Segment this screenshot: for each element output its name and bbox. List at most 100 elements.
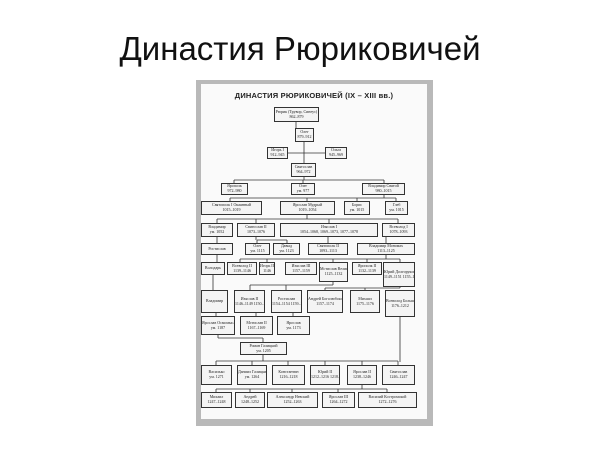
node-dates: 1139–1146 xyxy=(233,267,251,273)
node-dates: 1149–1151 1155–1157 xyxy=(384,273,415,279)
node-dates: 1078–1093 xyxy=(389,229,408,234)
tree-node: Владимир xyxy=(201,290,228,313)
node-name: Давыд xyxy=(280,243,293,249)
node-name: Мстислав II xyxy=(246,319,267,325)
node-dates: 1146–1149 1150–1154 xyxy=(235,300,264,306)
node-dates: 972–980 xyxy=(227,188,242,193)
node-name: Владимир xyxy=(205,298,224,304)
node-dates: ум. 1052 xyxy=(209,229,225,234)
node-dates: ум. 1015 xyxy=(349,207,365,212)
node-name: Святослав II xyxy=(245,224,267,230)
node-dates: 1146 xyxy=(263,267,271,273)
node-dates: ум. 1173 xyxy=(286,324,301,330)
node-dates: 1093–1113 xyxy=(319,248,337,253)
node-dates: 1175–1176 xyxy=(356,300,374,306)
node-name: Святополк I Окаянный xyxy=(212,202,251,208)
node-name: Мстислав Великий xyxy=(320,266,348,272)
node-name: Ярополк II xyxy=(357,262,377,268)
tree-node: Мстислав Великий1125–1132 xyxy=(319,262,348,282)
tree-node: Ростислав xyxy=(201,243,233,255)
node-dates: 862–879 xyxy=(289,113,304,119)
node-name: Изяслав II xyxy=(240,295,259,301)
node-dates: ум. 1187 xyxy=(210,324,226,330)
node-dates: 1246–1247 xyxy=(389,374,408,379)
node-name: Игорь I xyxy=(271,147,284,153)
node-name: Рюрик (Трувор, Синеус) xyxy=(275,108,318,114)
node-dates: 1247–1248 xyxy=(207,399,226,404)
node-name: Святослав xyxy=(389,369,408,375)
node-name: Олег xyxy=(300,129,309,135)
node-dates: 1125–1132 xyxy=(324,271,343,276)
node-dates: 1272–1276 xyxy=(378,399,397,404)
tree-node: Володарь xyxy=(201,262,225,275)
node-dates: 1212–1216 1218–1238 xyxy=(311,374,340,379)
node-name: Владимир Мономах xyxy=(368,243,404,249)
node-name: Даниил Галицкий xyxy=(238,369,267,375)
node-dates: 945–969 xyxy=(329,152,343,157)
node-name: Юрий Долгорукий xyxy=(384,268,415,274)
node-name: Константин xyxy=(278,369,299,375)
node-name: Святослав xyxy=(294,164,313,170)
node-dates: 1054–1068, 1069–1073, 1077–1078 xyxy=(300,229,358,234)
node-dates: ум. 1115 xyxy=(250,248,265,253)
node-name: Глеб xyxy=(392,202,401,208)
node-name: Александр Невский xyxy=(275,394,310,400)
node-name: Андрей xyxy=(243,394,257,400)
node-name: Борис xyxy=(351,202,363,208)
node-dates: 964–972 xyxy=(296,169,311,174)
node-dates: 912–945 xyxy=(270,152,285,157)
node-name: Игорь II xyxy=(260,262,274,268)
diagram-title: ДИНАСТИЯ РЮРИКОВИЧЕЙ (IX – XIII вв.) xyxy=(234,91,394,100)
node-dates: 879–912 xyxy=(297,134,312,139)
node-name: Михаил xyxy=(358,295,372,301)
node-name: Всеволод Большое Гнездо xyxy=(386,297,415,303)
node-dates: 1238–1246 xyxy=(353,374,371,379)
node-dates: 1216–1218 xyxy=(279,374,298,379)
node-dates: 1252–1263 xyxy=(283,399,302,404)
node-name: Владимир xyxy=(208,224,226,230)
node-name: Ярослав Мудрый xyxy=(292,202,323,208)
node-name: Ярополк xyxy=(227,183,242,189)
node-dates: 1167–1169 xyxy=(247,324,266,330)
tree-node: Всеволод Большое Гнездо1176–1212 xyxy=(385,290,415,317)
node-dates: ум. 977 xyxy=(296,188,310,193)
node-dates: 1176–1212 xyxy=(391,302,409,308)
node-name: Олег xyxy=(298,183,308,189)
node-dates: ум. 1015 xyxy=(389,207,404,212)
node-dates: 1264–1272 xyxy=(329,399,348,404)
node-name: Ярослав Осмомысл xyxy=(202,319,235,325)
node-name: Михаил xyxy=(209,394,224,400)
node-name: Владимир Святой xyxy=(368,183,399,189)
node-dates: 1154–1154 1159–1167 xyxy=(272,300,301,306)
node-dates: 1157–1174 xyxy=(316,300,334,306)
node-name: Андрей Боголюбский xyxy=(308,295,343,301)
slide-title: Династия Рюриковичей xyxy=(119,30,481,67)
